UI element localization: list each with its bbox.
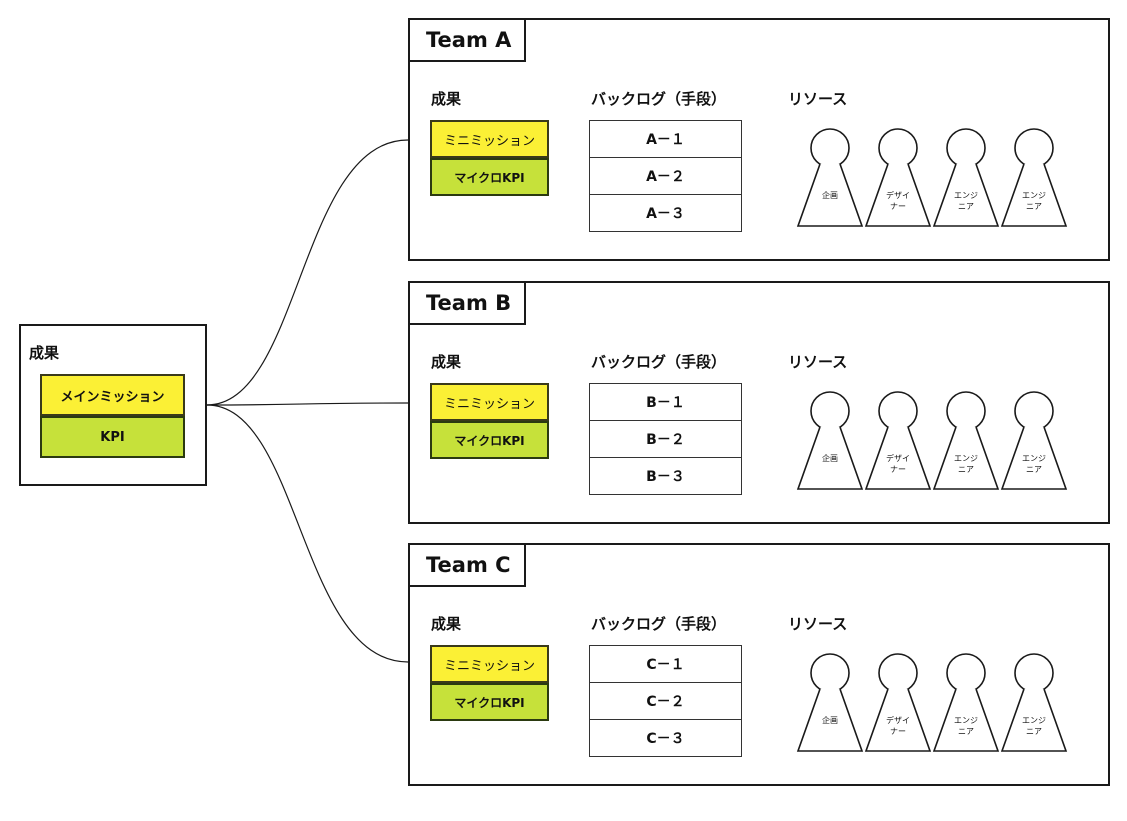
team-panel: Team B 成果 バックログ（手段） リソース ミニミッション マイクロKPI… (408, 281, 1110, 524)
backlog-heading: バックログ（手段） (591, 615, 727, 633)
person-role-label: デザイ ナー (886, 191, 910, 211)
root-outcome-heading: 成果 (29, 344, 60, 362)
outcome-heading: 成果 (431, 90, 462, 108)
backlog-item: B－３ (589, 457, 742, 495)
person-icon: 企画 (796, 389, 864, 493)
resource-people: 企画 デザイ ナー エンジ ニア エンジ ニア (796, 651, 1068, 761)
backlog-item: C－１ (589, 645, 742, 683)
resource-people: 企画 デザイ ナー エンジ ニア エンジ ニア (796, 126, 1068, 236)
main-mission-badge: メインミッション (40, 374, 185, 416)
person-icon: デザイ ナー (864, 389, 932, 493)
mini-mission-badge: ミニミッション (430, 383, 549, 421)
resource-heading: リソース (788, 615, 848, 633)
micro-kpi-badge: マイクロKPI (430, 158, 549, 196)
person-icon: エンジ ニア (1000, 651, 1068, 755)
person-role-label: デザイ ナー (886, 454, 910, 474)
backlog-item: B－２ (589, 420, 742, 458)
backlog-item: C－３ (589, 719, 742, 757)
connector-to-team-a (206, 139, 409, 406)
backlog-heading: バックログ（手段） (591, 353, 727, 371)
person-role-label: エンジ ニア (1022, 454, 1046, 474)
backlog-heading: バックログ（手段） (591, 90, 727, 108)
team-name-tab: Team A (408, 18, 526, 62)
micro-kpi-badge: マイクロKPI (430, 683, 549, 721)
backlog-item: B－１ (589, 383, 742, 421)
person-role-label: エンジ ニア (954, 716, 978, 736)
connector-to-team-b (206, 402, 409, 406)
person-role-label: 企画 (822, 716, 838, 725)
person-role-label: 企画 (822, 191, 838, 200)
person-icon: エンジ ニア (932, 126, 1000, 230)
person-role-label: エンジ ニア (954, 454, 978, 474)
backlog-item: A－１ (589, 120, 742, 158)
team-panel: Team C 成果 バックログ（手段） リソース ミニミッション マイクロKPI… (408, 543, 1110, 786)
team-name-tab: Team C (408, 543, 526, 587)
kpi-badge: KPI (40, 416, 185, 458)
backlog-item: C－２ (589, 682, 742, 720)
person-icon: エンジ ニア (932, 389, 1000, 493)
root-outcome-box: 成果 メインミッション KPI (19, 324, 207, 486)
resource-heading: リソース (788, 90, 848, 108)
micro-kpi-badge: マイクロKPI (430, 421, 549, 459)
person-icon: エンジ ニア (1000, 126, 1068, 230)
person-icon: 企画 (796, 651, 864, 755)
backlog-item: A－２ (589, 157, 742, 195)
team-name-tab: Team B (408, 281, 526, 325)
person-icon: 企画 (796, 126, 864, 230)
person-role-label: エンジ ニア (1022, 716, 1046, 736)
resource-heading: リソース (788, 353, 848, 371)
backlog-item: A－３ (589, 194, 742, 232)
mini-mission-badge: ミニミッション (430, 645, 549, 683)
connector-to-team-c (206, 404, 409, 663)
person-icon: デザイ ナー (864, 651, 932, 755)
person-role-label: デザイ ナー (886, 716, 910, 736)
person-icon: エンジ ニア (932, 651, 1000, 755)
outcome-heading: 成果 (431, 353, 462, 371)
resource-people: 企画 デザイ ナー エンジ ニア エンジ ニア (796, 389, 1068, 499)
person-role-label: 企画 (822, 454, 838, 463)
outcome-heading: 成果 (431, 615, 462, 633)
person-icon: エンジ ニア (1000, 389, 1068, 493)
mini-mission-badge: ミニミッション (430, 120, 549, 158)
person-icon: デザイ ナー (864, 126, 932, 230)
person-role-label: エンジ ニア (1022, 191, 1046, 211)
person-role-label: エンジ ニア (954, 191, 978, 211)
team-panel: Team A 成果 バックログ（手段） リソース ミニミッション マイクロKPI… (408, 18, 1110, 261)
